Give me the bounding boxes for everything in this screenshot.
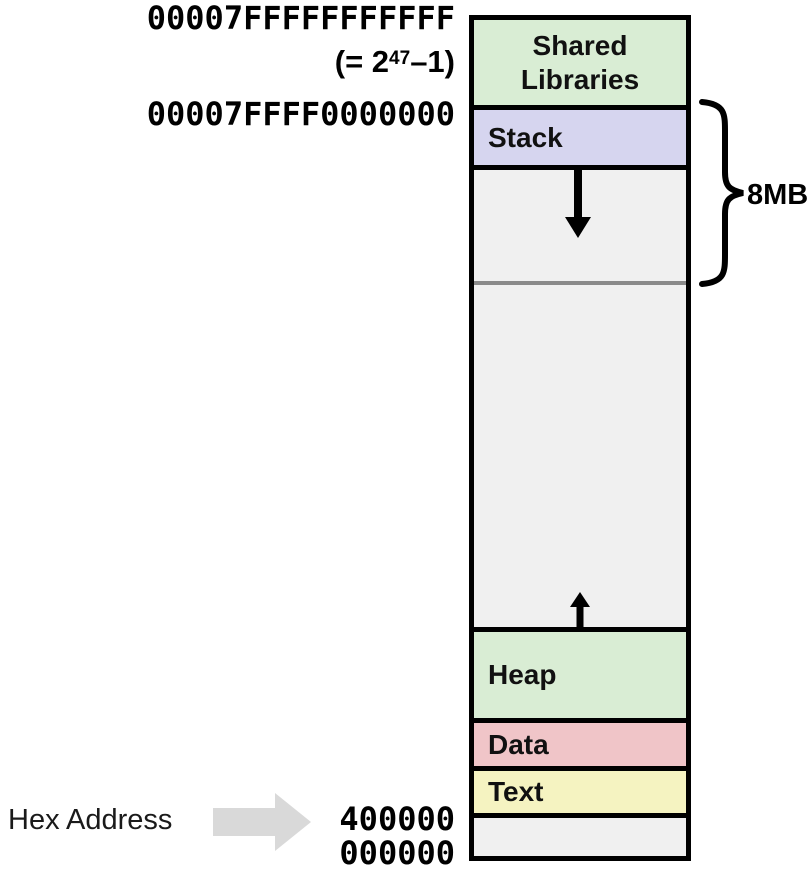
right-arrow-icon bbox=[213, 793, 311, 851]
address-note-prefix: (= 2 bbox=[334, 44, 390, 79]
region-shared-libraries: Shared Libraries bbox=[474, 20, 686, 110]
address-label-zero: 000000 bbox=[339, 834, 455, 869]
region-shared-libraries-label: Shared Libraries bbox=[520, 30, 640, 95]
address-label-max: 00007FFFFFFFFFFF bbox=[146, 0, 455, 37]
down-arrow-icon bbox=[565, 170, 591, 238]
address-label-text-start: 400000 bbox=[339, 800, 455, 838]
region-stack: Stack bbox=[474, 110, 686, 170]
region-data: Data bbox=[474, 723, 686, 771]
region-heap-label: Heap bbox=[488, 659, 557, 690]
stack-size-label: 8MB bbox=[747, 179, 808, 211]
up-arrow-icon bbox=[570, 592, 590, 630]
region-below-text bbox=[474, 818, 686, 856]
region-text: Text bbox=[474, 771, 686, 818]
brace-icon bbox=[699, 99, 744, 287]
address-label-stack-top: 00007FFFF0000000 bbox=[146, 95, 455, 133]
region-heap: Heap bbox=[474, 632, 686, 723]
address-note-suffix: –1) bbox=[410, 44, 455, 79]
address-note-2-pow-47: (= 247–1) bbox=[0, 42, 455, 79]
region-unallocated bbox=[474, 285, 686, 632]
address-note-exponent: 47 bbox=[389, 48, 411, 69]
region-text-label: Text bbox=[488, 776, 544, 807]
hex-address-label: Hex Address bbox=[8, 804, 173, 836]
region-data-label: Data bbox=[488, 728, 549, 760]
region-stack-label: Stack bbox=[488, 121, 563, 153]
memory-column: Shared Libraries Stack Heap Data Text bbox=[469, 15, 691, 861]
